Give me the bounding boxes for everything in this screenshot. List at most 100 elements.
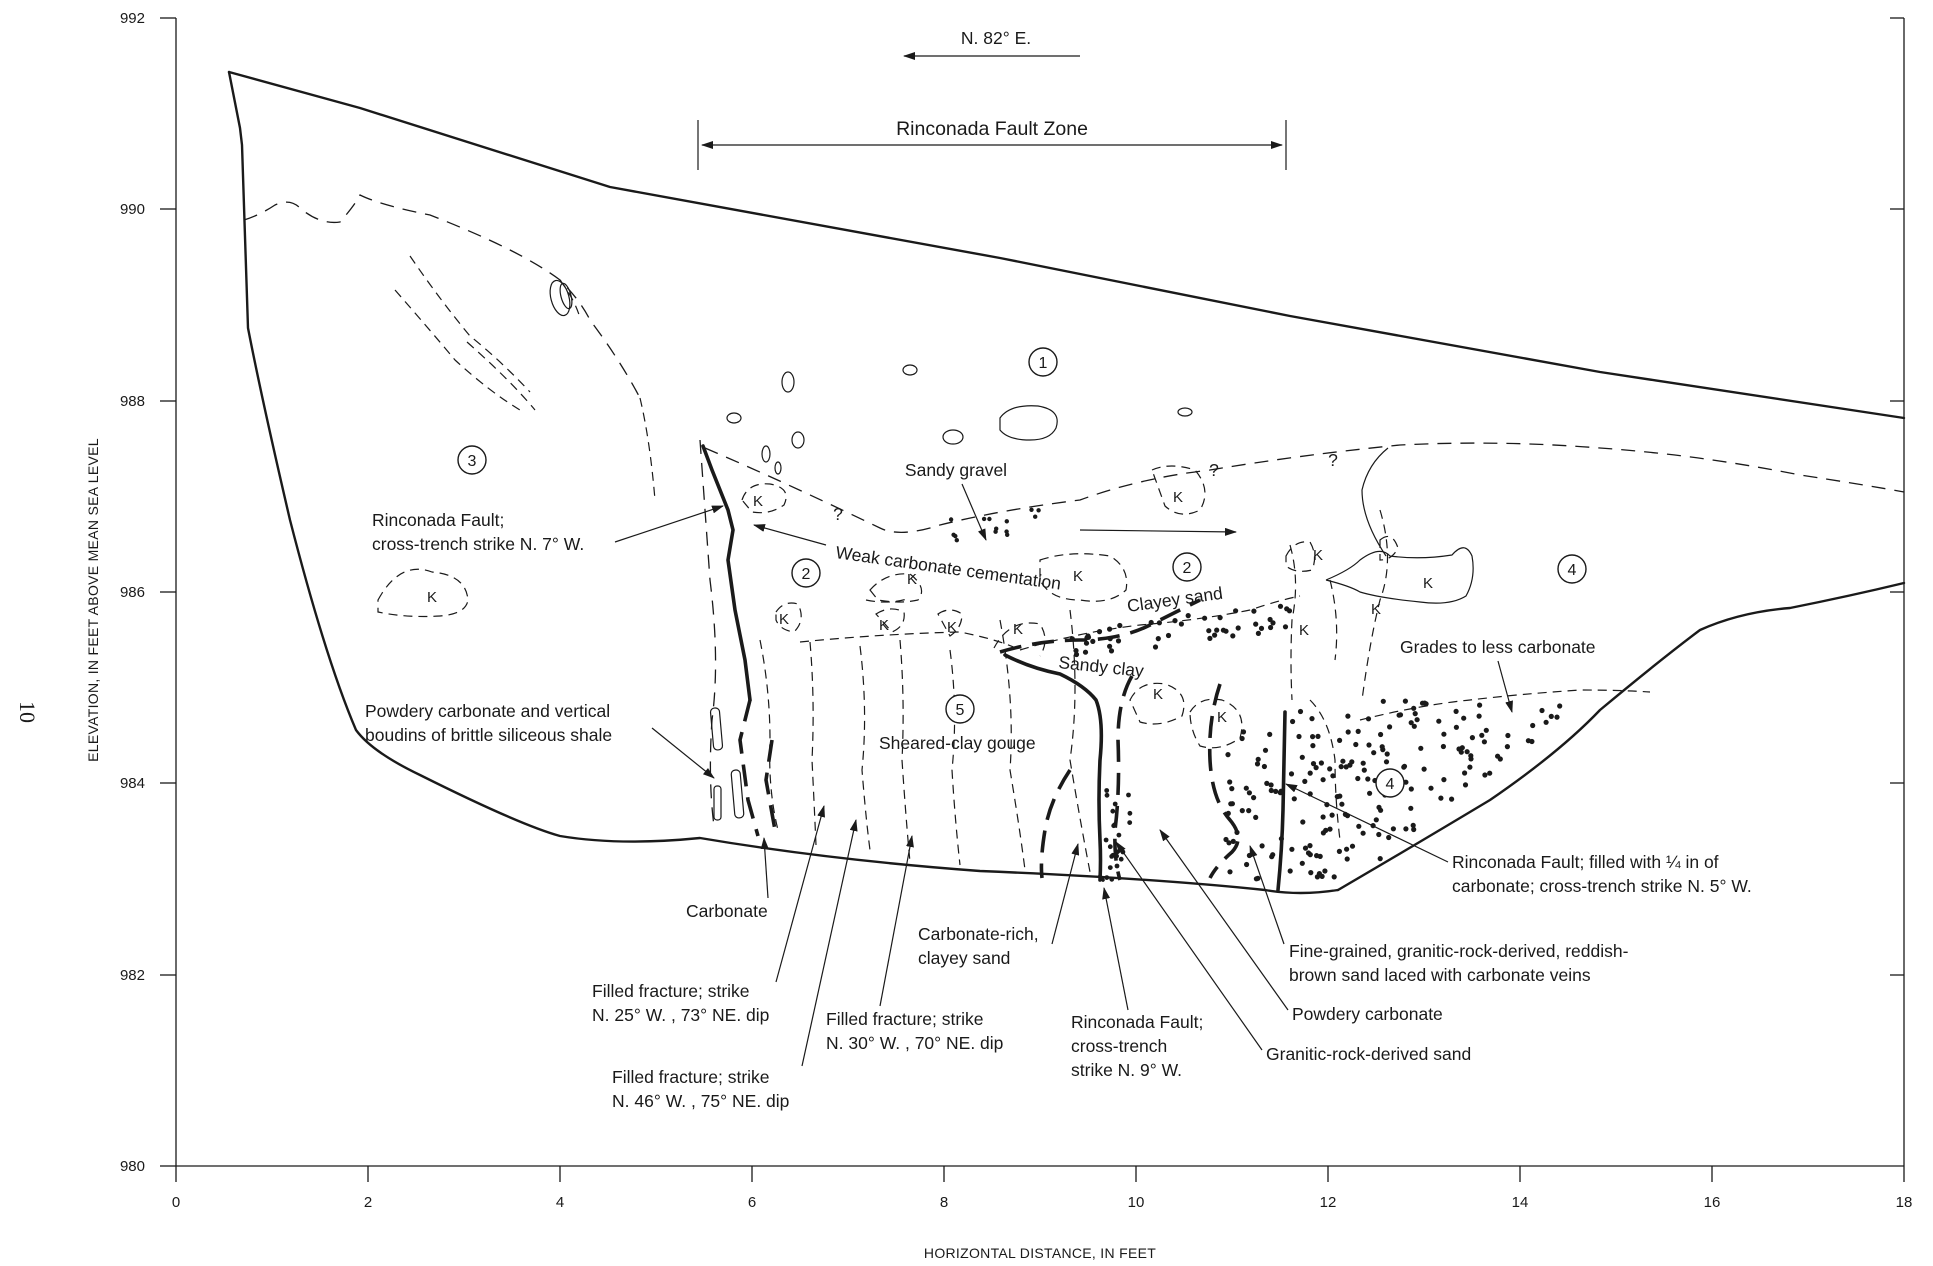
sand-dot xyxy=(1108,844,1113,849)
trench-left-wall xyxy=(229,72,1338,893)
sand-dot xyxy=(1366,716,1371,721)
sand-dot xyxy=(1284,606,1289,611)
annot-fault-n5w: carbonate; cross-trench strike N. 5° W. xyxy=(1452,876,1752,896)
sand-dot xyxy=(1470,735,1475,740)
sand-dot xyxy=(1349,759,1354,764)
sand-dot xyxy=(1269,854,1274,859)
sand-dot xyxy=(1246,808,1251,813)
sand-dot xyxy=(1350,844,1355,849)
sand-dot xyxy=(1436,719,1441,724)
fault-n7w xyxy=(703,446,750,700)
sand-dot xyxy=(1004,529,1008,533)
sand-dot xyxy=(1115,864,1120,869)
sand-dot xyxy=(1231,839,1236,844)
page-number: 10 xyxy=(15,701,40,723)
sand-dot xyxy=(1090,639,1095,644)
y-tick-label: 984 xyxy=(120,775,145,792)
annot-powdery-boudins: boudins of brittle siliceous shale xyxy=(365,725,612,745)
sand-dot xyxy=(1362,768,1367,773)
unit-2-label: 2 xyxy=(1173,553,1201,581)
sand-dot xyxy=(1207,636,1212,641)
sand-dot xyxy=(1236,625,1241,630)
annot-fracture-30: N. 30° W. , 70° NE. dip xyxy=(826,1033,1003,1053)
sand-dot xyxy=(1378,732,1383,737)
sand-dot xyxy=(1317,871,1322,876)
sand-dot xyxy=(1303,846,1308,851)
sand-dot xyxy=(1105,793,1110,798)
sand-dot xyxy=(1109,877,1114,882)
sand-dot xyxy=(1157,620,1162,625)
sand-dot xyxy=(1539,708,1544,713)
k-symbol: K xyxy=(1013,621,1023,638)
unit-5-label: 5 xyxy=(946,695,974,723)
sand-dot xyxy=(1226,811,1231,816)
sand-dot xyxy=(1116,638,1121,643)
sand-dot xyxy=(1097,629,1102,634)
question-mark: ? xyxy=(1209,460,1219,480)
sand-dot xyxy=(1084,641,1089,646)
sand-dot xyxy=(1482,739,1487,744)
sand-dot xyxy=(1441,732,1446,737)
sand-dot xyxy=(1339,764,1344,769)
sand-dot xyxy=(1153,644,1158,649)
sand-dot xyxy=(1172,618,1177,623)
sand-dot xyxy=(1365,776,1370,781)
sand-dot xyxy=(1408,806,1413,811)
sand-dot xyxy=(1279,789,1284,794)
annot-carbonate-rich: Carbonate-rich, xyxy=(918,924,1039,944)
sand-dot xyxy=(1267,732,1272,737)
sand-dot xyxy=(1384,759,1389,764)
sand-dot xyxy=(1186,613,1191,618)
svg-text:3: 3 xyxy=(468,453,477,470)
sand-dot xyxy=(1361,831,1366,836)
sand-dot xyxy=(1229,786,1234,791)
sand-dot xyxy=(1247,853,1252,858)
trench-outline xyxy=(229,72,1904,893)
sand-dot xyxy=(1221,628,1226,633)
svg-text:4: 4 xyxy=(1568,562,1577,579)
x-tick-label: 14 xyxy=(1512,1194,1529,1211)
y-tick-label: 980 xyxy=(120,1158,145,1175)
k-symbol: K xyxy=(1217,709,1227,726)
sand-dot xyxy=(1107,627,1112,632)
sand-dot xyxy=(1371,750,1376,755)
sand-dot xyxy=(1356,824,1361,829)
sand-dot xyxy=(1495,754,1500,759)
sand-dot xyxy=(1411,823,1416,828)
sand-dot xyxy=(993,530,997,534)
sand-dot xyxy=(1386,835,1391,840)
sand-dot xyxy=(1315,734,1320,739)
sand-dot xyxy=(1104,838,1109,843)
sand-dot xyxy=(1337,849,1342,854)
sand-dot xyxy=(1263,748,1268,753)
x-axis: 0 2 4 6 8 10 12 14 16 18 HORIZONTAL DIST… xyxy=(172,1166,1913,1261)
sand-dot xyxy=(1292,796,1297,801)
svg-text:4: 4 xyxy=(1386,776,1395,793)
sand-dot xyxy=(1367,791,1372,796)
x-tick-label: 6 xyxy=(748,1194,756,1211)
sand-dot xyxy=(1073,648,1078,653)
sand-dot xyxy=(1465,749,1470,754)
sand-dot xyxy=(1070,636,1075,641)
sand-dot xyxy=(1344,847,1349,852)
question-mark: ? xyxy=(833,504,843,524)
sand-dot xyxy=(1290,719,1295,724)
annot-powdery-carbonate: Powdery carbonate xyxy=(1292,1004,1443,1024)
sand-dot xyxy=(1240,808,1245,813)
annot-fracture-46: N. 46° W. , 75° NE. dip xyxy=(612,1091,789,1111)
grades-less-label: Grades to less carbonate xyxy=(1400,637,1596,657)
sand-dot xyxy=(1206,628,1211,633)
k-symbol: K xyxy=(753,493,763,510)
unit-4-label: 4 xyxy=(1376,769,1404,797)
sand-dot xyxy=(1289,771,1294,776)
annot-fine-grained: Fine-grained, granitic-rock-derived, red… xyxy=(1289,941,1629,961)
sand-dot xyxy=(1332,874,1337,879)
sand-dot xyxy=(1302,779,1307,784)
sand-dot xyxy=(1288,868,1293,873)
sheared-clay-label: Sheared-clay gouge xyxy=(879,733,1036,753)
fault-zone-label: Rinconada Fault Zone xyxy=(896,118,1088,140)
sand-dot xyxy=(1289,847,1294,852)
svg-text:5: 5 xyxy=(956,702,965,719)
annot-fine-grained: brown sand laced with carbonate veins xyxy=(1289,965,1591,985)
sand-dot xyxy=(1380,747,1385,752)
